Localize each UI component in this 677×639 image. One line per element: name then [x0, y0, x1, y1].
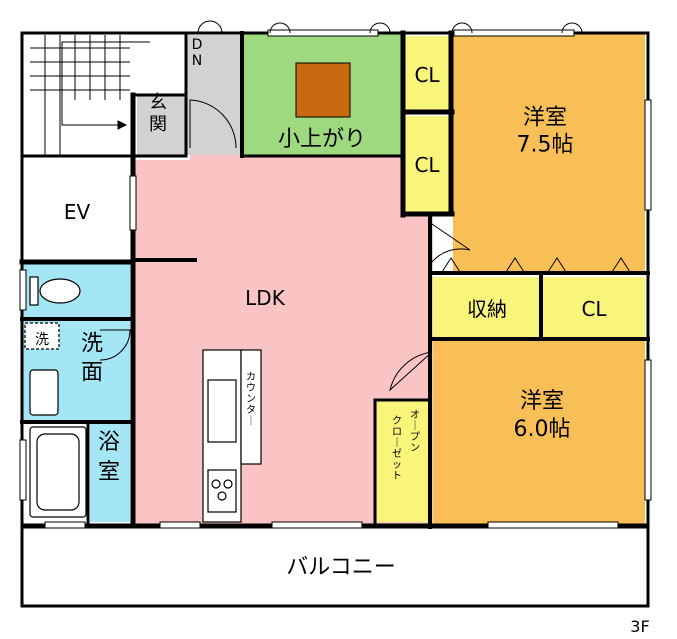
ldk-label: LDK — [245, 286, 286, 310]
entrance-area — [137, 95, 185, 155]
bathroom-area — [90, 421, 130, 522]
doors — [99, 20, 631, 392]
bedroom-2-area — [433, 341, 645, 524]
closet-top-1-label: CL — [414, 63, 440, 87]
closet-top-1-area — [405, 36, 450, 111]
windows — [19, 29, 652, 529]
counter-label: カウンタ｜ — [246, 371, 256, 427]
ev-label: EV — [64, 200, 91, 224]
bathroom-label: 浴室 — [98, 430, 120, 485]
closet-top-2-label: CL — [414, 153, 440, 177]
stairs — [30, 35, 150, 155]
open-closet-area — [377, 400, 429, 522]
bedroom-1-area — [453, 33, 645, 273]
walls — [19, 30, 650, 608]
kitchen-counter — [202, 349, 262, 523]
balcony-label: バルコニー — [286, 555, 396, 580]
open-closet-label: オ｜プンクロ｜ゼット — [392, 409, 420, 482]
storage-label: 収納 — [467, 297, 507, 321]
closet-mid-area — [543, 277, 645, 338]
entry-area — [186, 35, 242, 155]
entrance-label: 玄関 — [149, 92, 167, 135]
loft-label: 小上がり — [278, 127, 366, 152]
loft-hatch — [295, 62, 351, 118]
fixtures — [24, 276, 87, 518]
washroom-label: 洗面 — [81, 332, 103, 386]
storage-area — [433, 277, 541, 338]
closet-top-2-area — [405, 116, 450, 213]
laundry-label: 洗 — [35, 332, 49, 348]
closet-mid-label: CL — [581, 297, 607, 321]
floor-label: 3F — [630, 617, 649, 636]
